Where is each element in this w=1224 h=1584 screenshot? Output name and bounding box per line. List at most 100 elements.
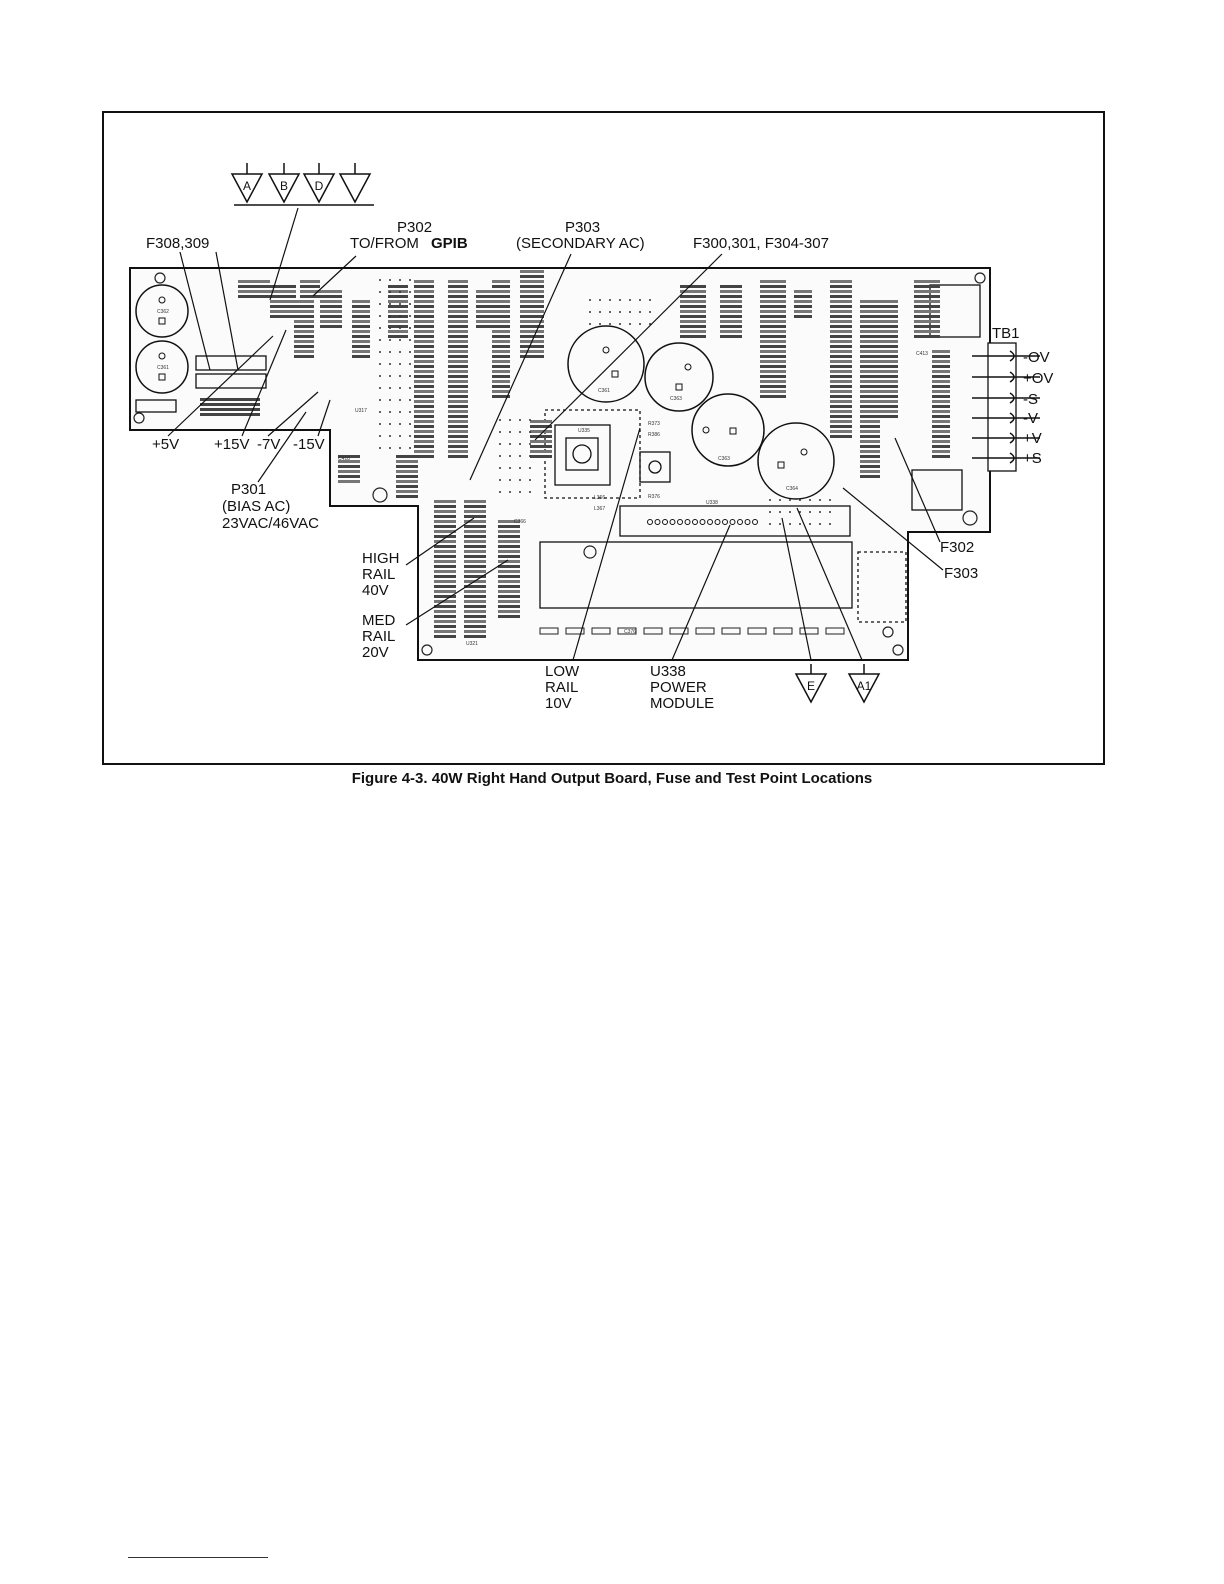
pcb-via: [499, 431, 501, 433]
cap-label: C363: [670, 396, 682, 402]
pcb-component: [320, 295, 342, 298]
pcb-component: [760, 335, 786, 338]
pcb-component: [464, 585, 486, 588]
pcb-component: [498, 530, 520, 533]
pcb-via: [399, 435, 401, 437]
test-points-top: [230, 163, 374, 206]
pcb-component: [880, 325, 898, 328]
pcb-component: [880, 370, 898, 373]
pcb-component: [476, 315, 496, 318]
pcb-via: [799, 523, 801, 525]
pcb-component: [434, 525, 456, 528]
pcb-component: [434, 565, 456, 568]
pcb-via: [619, 323, 621, 325]
pcb-component: [294, 305, 314, 308]
pcb-component: [860, 385, 880, 388]
pcb-component: [860, 445, 880, 448]
pcb-component: [200, 413, 260, 416]
modules: [135, 284, 981, 623]
pcb-component: [352, 330, 370, 333]
pcb-component: [464, 625, 486, 628]
pcb-component: [388, 325, 408, 328]
pcb-component: [520, 290, 544, 293]
transformer-block: [544, 409, 641, 499]
pcb-component: [760, 300, 786, 303]
label-low-rail-b: RAIL: [545, 679, 578, 696]
pcb-component: [388, 295, 408, 298]
pcb-component: [270, 300, 296, 303]
pcb-component: [520, 275, 544, 278]
pcb-via: [409, 447, 411, 449]
pcb-component: [932, 390, 950, 393]
pcb-via: [379, 411, 381, 413]
pcb-component: [860, 350, 880, 353]
pcb-component: [396, 485, 418, 488]
pcb-component: [294, 300, 314, 303]
pcb-component: [760, 360, 786, 363]
pcb-via: [509, 467, 511, 469]
pcb-resistor: [669, 627, 689, 635]
capacitor-c362: [135, 284, 189, 338]
pcb-component: [520, 350, 544, 353]
pcb-component: [760, 330, 786, 333]
pcb-component: [320, 300, 342, 303]
pcb-component: [414, 425, 434, 428]
pcb-resistor: [539, 627, 559, 635]
pcb-via: [519, 431, 521, 433]
pcb-component: [530, 450, 552, 453]
pcb-component: [880, 390, 898, 393]
pcb-component: [294, 340, 314, 343]
pcb-via: [499, 419, 501, 421]
pcb-component: [880, 385, 898, 388]
pcb-via: [379, 315, 381, 317]
pcb-component: [498, 545, 520, 548]
pcb-component: [448, 285, 468, 288]
pcb-component: [492, 330, 510, 333]
pcb-component: [860, 300, 880, 303]
pcb-component: [760, 285, 786, 288]
pcb-component: [880, 400, 898, 403]
pcb-component: [760, 320, 786, 323]
pcb-component: [320, 310, 342, 313]
cap-label: C361: [598, 388, 610, 394]
pcb-component: [270, 310, 296, 313]
pcb-component: [830, 365, 852, 368]
module-u338: [539, 541, 853, 609]
pcb-component: [388, 315, 408, 318]
module-pin: [722, 519, 728, 525]
pcb-component: [448, 335, 468, 338]
pcb-component: [434, 515, 456, 518]
pcb-component: [498, 560, 520, 563]
module-pin: [684, 519, 691, 525]
pcb-component: [476, 290, 496, 293]
pcb-component: [830, 410, 852, 413]
label-high-rail-b: RAIL: [362, 566, 395, 583]
pcb-component: [932, 415, 950, 418]
terminal-screw: [1009, 452, 1015, 464]
pcb-component: [414, 370, 434, 373]
pcb-component: [464, 575, 486, 578]
pcb-component: [680, 315, 706, 318]
terminal-label: +OV: [1023, 370, 1053, 387]
mounting-holes: [133, 272, 986, 656]
pcb-component: [932, 360, 950, 363]
pcb-via: [409, 303, 411, 305]
pcb-component: [414, 380, 434, 383]
pcb-component: [860, 320, 880, 323]
pcb-resistor: [825, 627, 845, 635]
pcb-component: [760, 290, 786, 293]
pcb-component: [760, 345, 786, 348]
pcb-component: [830, 340, 852, 343]
label-minus-7v: -7V: [257, 436, 280, 453]
pcb-component: [396, 475, 418, 478]
pcb-component: [914, 335, 940, 338]
module-pin: [677, 519, 683, 525]
pcb-via: [639, 323, 641, 325]
pcb-via: [509, 431, 511, 433]
pcb-via: [509, 479, 511, 481]
pcb-component: [434, 550, 456, 553]
pcb-component: [352, 310, 370, 313]
pcb-via: [399, 315, 401, 317]
pcb-component: [880, 415, 898, 418]
